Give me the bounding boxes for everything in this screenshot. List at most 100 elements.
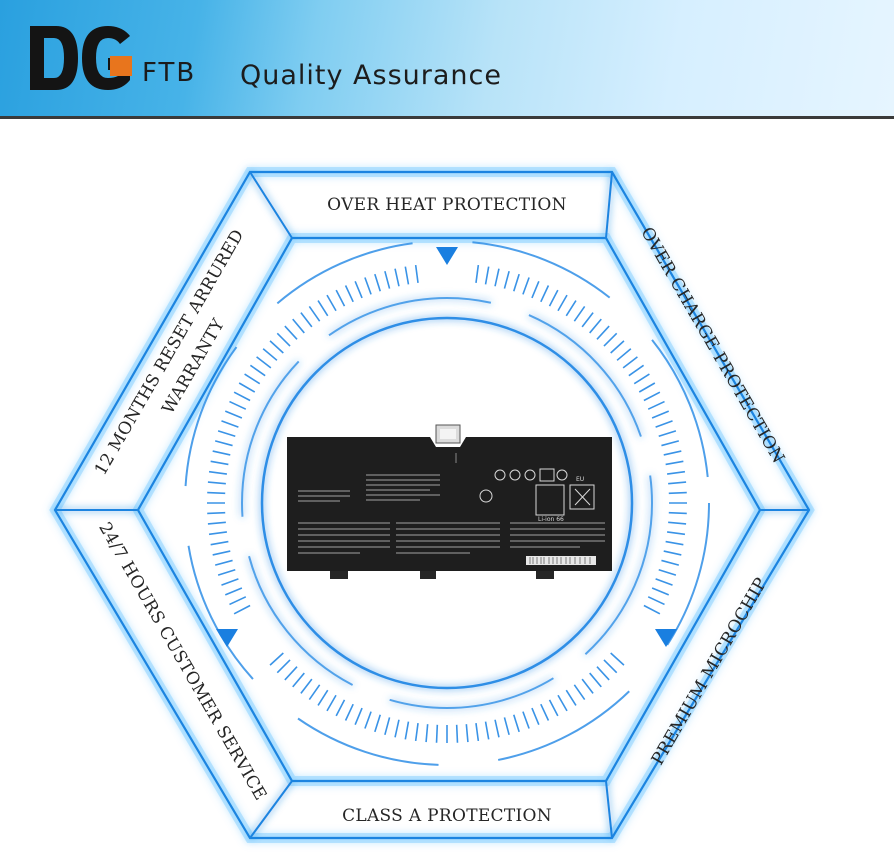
dial-tick [573,305,586,322]
dial-tick [221,578,239,586]
dial-tick [663,550,682,556]
dial-tick [404,266,410,285]
dial-tick [384,270,391,289]
dial-tick [233,391,251,402]
dial-tick [668,481,687,485]
dial-tick [548,289,559,307]
dial-tick [616,348,632,361]
inner-ring-outer [241,297,653,709]
dial-tick [364,711,372,729]
dial-tick [494,268,500,287]
dial-tick [207,521,226,525]
dial-tick [284,325,298,340]
feature-customer-service: 24/7 HOURS CUSTOMER SERVICE [94,519,270,804]
dial-tick [276,659,291,674]
dial-tick [651,587,670,596]
dial-tick [208,531,228,536]
dial-tick [224,587,243,596]
dial-tick [610,652,625,666]
dial-tick [475,722,480,742]
dial-tick [540,285,550,303]
dial-tick [238,382,256,393]
dial-tick [655,420,673,428]
dial-tick [404,721,410,740]
dial-tick [663,450,682,456]
dial-tick [603,659,618,674]
header-divider [0,116,894,119]
dial-tick [638,382,656,393]
inner-ring [260,316,634,690]
dial-tick [354,280,363,299]
dial-tick [217,430,236,438]
dial-tick [557,694,568,712]
dial-tick [668,521,687,525]
dial-tick [531,707,540,726]
dial-tick [647,596,665,606]
dial-tick [292,672,305,688]
dial-tick [249,364,266,377]
header-banner [0,0,894,118]
dial-tick [210,540,229,546]
dial-tick [596,666,610,681]
dial-tick [643,604,661,615]
dial-tick [666,531,686,536]
dial-tick [212,550,231,556]
outer-dial-arc [184,240,710,766]
dial-tick [214,559,233,566]
dial-tick [229,596,247,606]
dial-tick [207,481,226,485]
dial-tick [292,318,305,334]
dial-tick [655,578,673,586]
dial-tick [540,703,550,721]
dial-tick [308,305,321,322]
dial-tick [326,294,337,312]
dial-tick [643,391,661,402]
feature-over-heat: OVER HEAT PROTECTION [327,195,567,215]
dial-tick [344,703,354,721]
dial-tick [414,264,419,284]
brand-name: FTB [142,58,197,88]
dial-tick [455,724,459,743]
battery-li-ion-label: Li-ion 66 [538,516,564,523]
dial-tick [221,420,239,428]
dial-tick [207,491,226,495]
dial-tick [651,410,670,419]
marker-right [655,629,677,647]
dial-tick [233,604,251,615]
dial-tick [633,373,650,385]
dial-tick [269,652,284,666]
tick-dial-ring [184,240,710,766]
dial-tick [661,440,680,447]
dial-tick [269,340,284,354]
dial-tick [628,364,645,377]
dial-tick [414,722,419,742]
dial-tick [335,699,346,717]
dial-tick [665,460,684,466]
dial-tick [589,318,602,334]
dial-tick [394,268,400,287]
battery-eu-mark: EU [576,476,584,483]
dial-tick [475,264,480,284]
dial-tick [229,400,247,410]
dial-tick [208,470,228,475]
dial-tick [661,559,680,566]
dial-tick [503,270,510,289]
dial-tick [565,689,577,706]
marker-top [436,247,458,265]
dial-tick [668,511,687,515]
dial-tick [522,277,530,295]
dial-tick [581,312,594,328]
dial-tick [666,470,686,475]
dial-tick [276,332,291,347]
dial-tick [224,410,243,419]
dial-tick [503,717,510,736]
dial-tick [354,707,363,726]
dial-tick [494,719,500,738]
dial-tick [335,289,346,307]
dial-tick [548,699,559,717]
dial-tick [658,430,677,438]
dial-tick [244,373,261,385]
dial-tick [374,273,382,292]
dial-tick [465,724,469,743]
dial-tick [522,711,530,729]
